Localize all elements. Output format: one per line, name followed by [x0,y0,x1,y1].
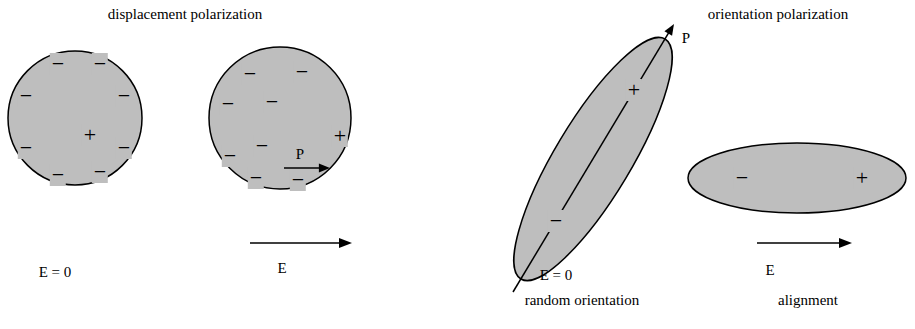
charge-sign: − [50,53,66,75]
atom-circle: −−−−−−−−+P [208,46,352,190]
field-label: E = 0 [39,264,72,281]
shape-outline [7,50,143,186]
charge-sign: − [18,137,34,159]
charge-sign: − [294,61,310,83]
arrow-head [664,24,674,36]
charge-sign: + [332,125,348,147]
section-title: orientation polarization [708,6,848,23]
charge-sign: − [254,135,270,157]
field-label: E [277,260,286,277]
polarization-label: P [294,147,306,162]
field-arrow [250,238,352,248]
charge-sign: − [116,85,132,107]
shape-outline [687,142,907,214]
caption-label: alignment [778,292,838,309]
charge-sign: − [548,210,564,232]
polarization-label: P [682,30,690,47]
charge-sign: − [92,53,108,75]
charge-sign: − [18,85,34,107]
dipole-arrow [513,24,674,292]
charge-sign: − [734,167,750,189]
molecule-ellipse: +− [514,37,672,281]
charge-sign: − [290,169,306,191]
charge-sign: + [626,79,642,101]
charge-sign: + [854,167,870,189]
charge-sign: + [82,124,98,146]
field-label: E [765,262,774,279]
arrow-head [319,164,330,173]
molecule-outline [488,19,697,298]
molecule-outline [688,143,906,213]
shape-outline [514,37,672,281]
charge-sign: − [92,161,108,183]
charge-sign: − [116,137,132,159]
charge-sign: − [264,91,280,113]
atom-outline [209,47,351,189]
charge-sign: − [248,167,264,189]
shape-outline [208,46,352,190]
charge-sign: − [220,93,236,115]
section-title: displacement polarization [108,6,263,23]
charge-sign: − [222,145,238,167]
field-label: E = 0 [540,267,573,284]
caption-label: random orientation [525,292,640,309]
atom-outline [8,51,142,185]
charge-sign: − [50,164,66,186]
field-arrow [757,238,852,248]
charge-sign: − [242,63,258,85]
molecule-ellipse: −+ [687,142,907,214]
atom-circle: −−−−−−−−+ [7,50,143,186]
